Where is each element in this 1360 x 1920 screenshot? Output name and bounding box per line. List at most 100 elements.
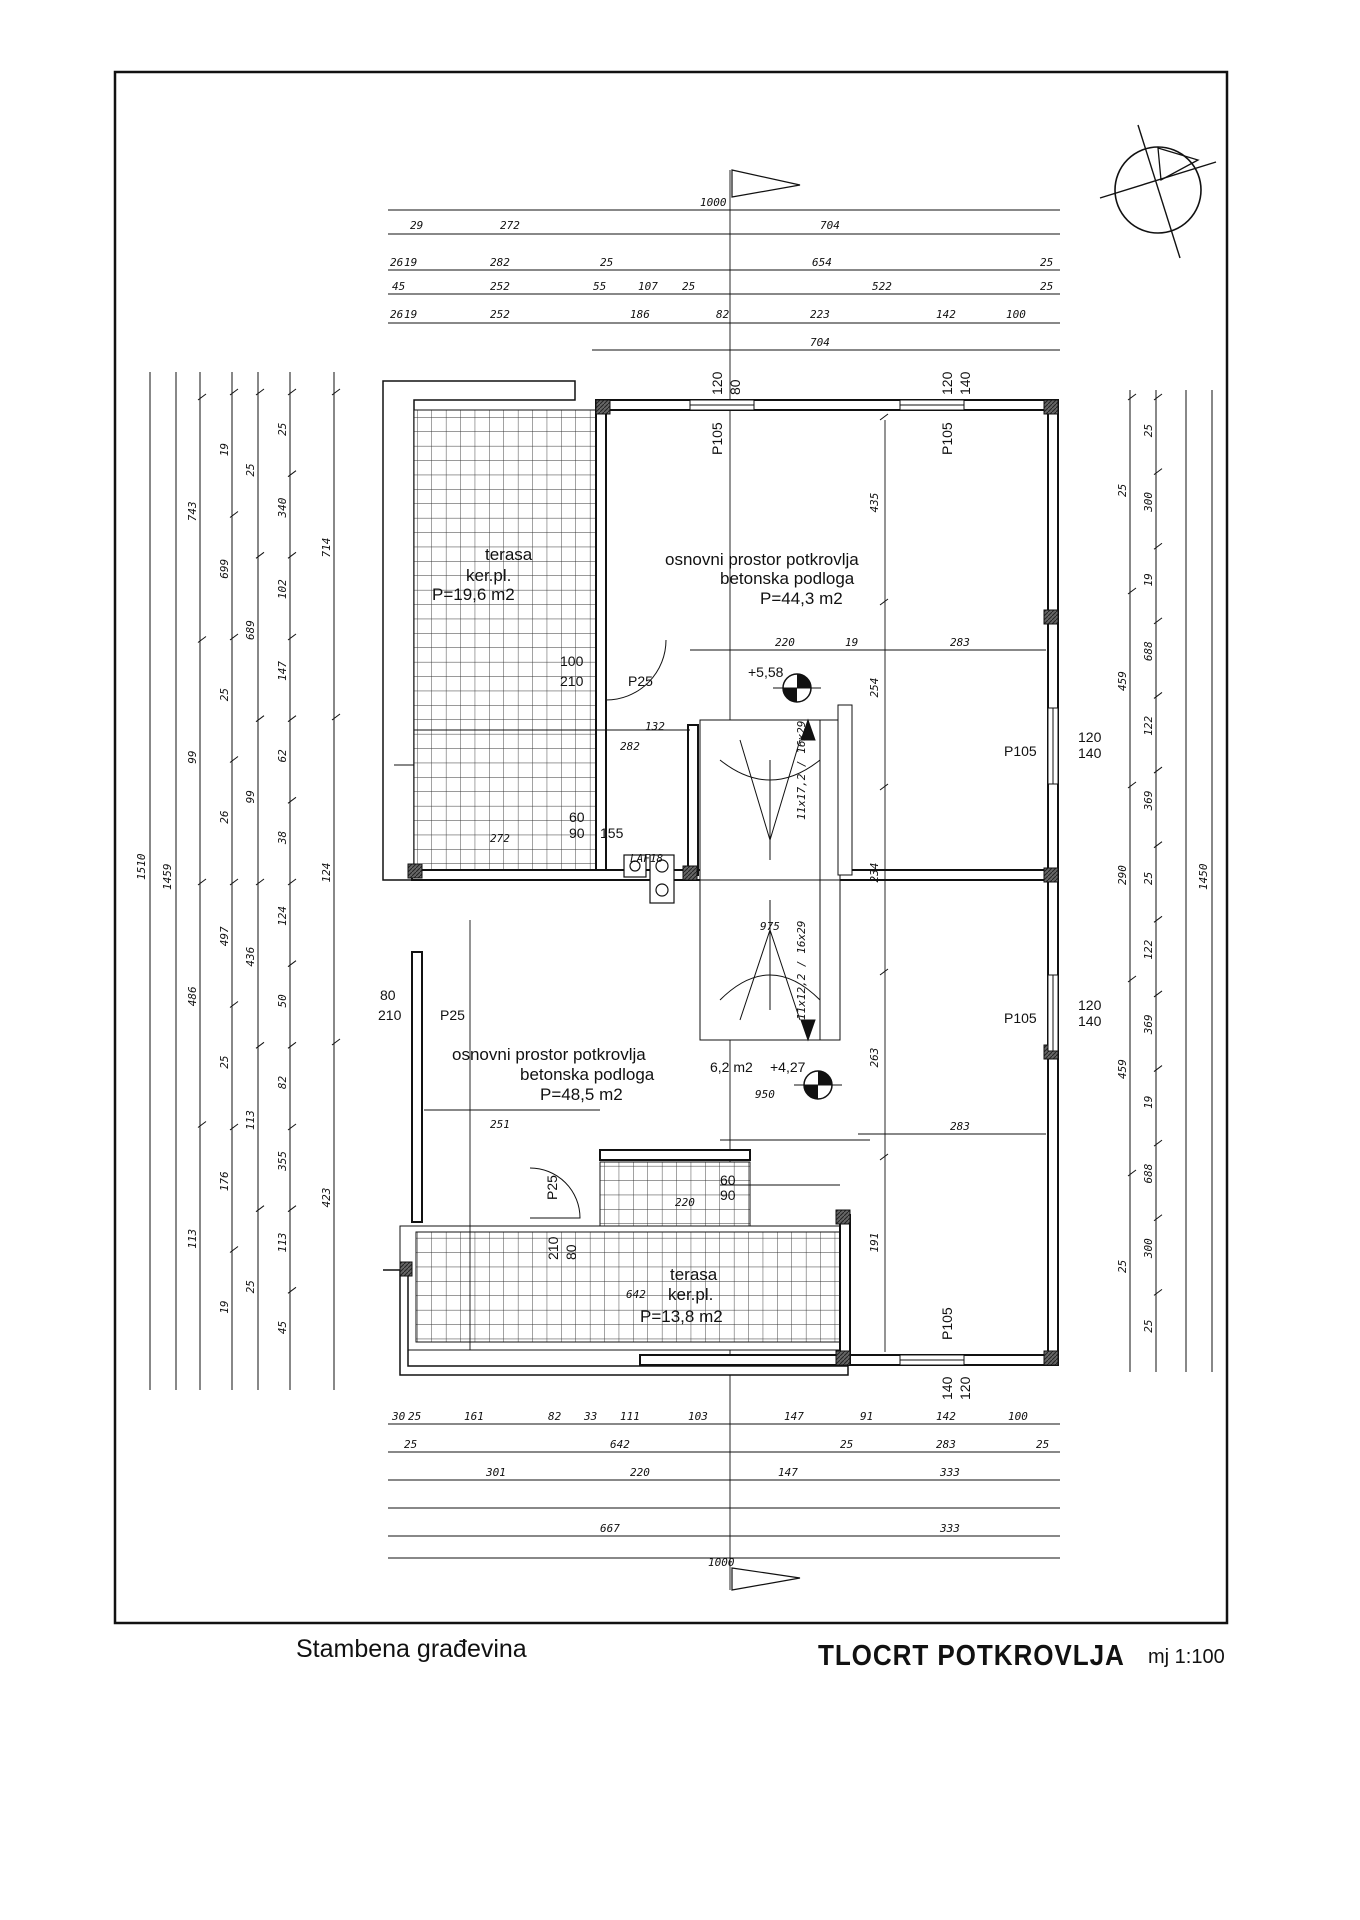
dim-i-h0: 642	[626, 1288, 646, 1301]
dim-left-c7-tick-2	[331, 1038, 341, 1046]
main-top-floor: betonska podloga	[720, 569, 855, 588]
main-bottom-name: osnovni prostor potkrovlja	[452, 1045, 646, 1064]
dim-left-1459: 1459	[161, 864, 174, 891]
dim-b2-2: 25	[840, 1438, 853, 1451]
dim-b1-9: 142	[936, 1410, 956, 1423]
window-top1-label: P105	[709, 422, 725, 455]
dim-left-c6-tick-6	[287, 878, 297, 886]
dim-left-c6-6: 124	[276, 906, 289, 926]
stairs-upper-label: 11x17,2 / 16x29	[795, 721, 808, 820]
window-right2-h: 140	[1078, 1013, 1102, 1029]
dim-bottom-total: 1000	[708, 1556, 735, 1569]
dim-b3-3: 333	[939, 1466, 960, 1479]
dim-t4-0: 26	[390, 308, 404, 321]
dim-left-c4-tick-1	[229, 511, 239, 518]
dim-t2-3: 25	[600, 256, 613, 269]
dim-left-c6-tick-9	[287, 1123, 297, 1131]
dim-left-c6-tick-1	[287, 470, 297, 478]
niche-bottom-h: 90	[720, 1187, 736, 1203]
dim-right-c2-tick-4	[1153, 692, 1163, 699]
dim-t4-2: 252	[490, 308, 510, 321]
dim-t4-1: 19	[404, 308, 417, 321]
dim-t2-1: 19	[404, 256, 417, 269]
structural-columns	[399, 399, 1059, 1366]
dim-i-e0: 975	[760, 920, 780, 933]
dim-t3-1: 252	[490, 280, 510, 293]
dim-t1-0: 29	[410, 219, 423, 232]
window-right1-h: 140	[1078, 745, 1102, 761]
dim-t2-0: 26	[390, 256, 404, 269]
dim-left-c4-5: 25	[218, 1056, 231, 1069]
door1-label: P25	[628, 673, 653, 689]
main-top-name: osnovni prostor potkrovlja	[665, 550, 859, 569]
dim-inner-f-1: 254	[868, 678, 881, 698]
dim-t4-6: 142	[936, 308, 956, 321]
dim-right-c1-tick-0	[1127, 393, 1137, 401]
dim-left-c6-tick-5	[287, 796, 297, 804]
window-bottom-label: P105	[939, 1307, 955, 1340]
dim-right-c1-4: 25	[1116, 1260, 1129, 1273]
dim-left-c6-tick-7	[287, 960, 297, 968]
dim-left-c7-tick-1	[331, 713, 341, 721]
dim-right-c2-tick-10	[1153, 1139, 1163, 1147]
door1-height: 210	[560, 673, 584, 689]
dim-right-c2-6: 25	[1142, 872, 1155, 885]
dim-left-c6-0: 25	[276, 423, 289, 436]
window-right-2	[1047, 974, 1059, 1052]
dim-left-c4-2: 25	[218, 688, 231, 701]
dim-left-c6-7: 50	[276, 994, 289, 1008]
dim-b3-1: 220	[630, 1466, 650, 1479]
window-bottom	[899, 1354, 965, 1366]
dim-b2-1: 642	[610, 1438, 630, 1451]
dim-b1-8: 91	[860, 1410, 873, 1423]
dim-left-c6-tick-0	[287, 388, 297, 396]
window-bottom-w: 140	[939, 1376, 955, 1400]
dim-b1-1: 25	[408, 1410, 421, 1423]
dim-right-c2-tick-3	[1153, 617, 1163, 625]
dim-left-c6-tick-3	[287, 633, 297, 641]
drawing-scale: mj 1:100	[1148, 1646, 1225, 1668]
dim-right-c2-10: 688	[1142, 1163, 1155, 1183]
dim-right-c1-tick-3	[1127, 975, 1137, 983]
dimension-chain-bottom	[388, 1423, 1060, 1559]
dim-left-c4-4: 497	[218, 926, 231, 946]
door3-w: 210	[545, 1236, 561, 1260]
dim-right-c2-tick-7	[1153, 915, 1163, 923]
dim-left-c4-1: 699	[218, 559, 231, 579]
window-bottom-h: 120	[957, 1376, 973, 1400]
dim-left-c4-6: 176	[218, 1171, 231, 1191]
dim-left-c4-0: 19	[218, 443, 231, 456]
dim-right-c2-5: 369	[1142, 791, 1155, 812]
dim-t4-3: 186	[630, 308, 650, 321]
level-upper-text: +5,58	[748, 664, 784, 680]
window-top2-label: P105	[939, 422, 955, 455]
terrace-top-area: P=19,6 m2	[432, 585, 515, 604]
dim-left-c4-tick-0	[229, 388, 239, 396]
dim-left-c3-tick-0	[197, 393, 207, 401]
dim-i-e1: 950	[755, 1088, 775, 1101]
dim-t5-0: 704	[810, 336, 830, 349]
small-room-area: 6,2 m2	[710, 1059, 753, 1075]
dim-left-c3-1: 99	[186, 751, 199, 764]
dim-inner-f-4: 191	[868, 1233, 881, 1253]
level-marker-upper	[773, 673, 821, 703]
door2-width: 80	[380, 987, 396, 1003]
dim-left-c5-1: 689	[244, 620, 257, 640]
window-top-2	[899, 399, 965, 411]
dim-i-a2: 283	[950, 636, 970, 649]
dim-b1-10: 100	[1008, 1410, 1028, 1423]
dim-left-c4-tick-2	[229, 633, 239, 641]
window-top1-w: 120	[709, 371, 725, 395]
dim-right-c1-2: 290	[1116, 865, 1129, 885]
chimney-label: LAF18	[630, 852, 663, 865]
dim-right-c1-tick-4	[1127, 1169, 1137, 1177]
main-bottom-floor: betonska podloga	[520, 1065, 655, 1084]
dim-b1-2: 161	[464, 1410, 484, 1423]
dim-i-c1: 272	[490, 832, 510, 845]
dim-t3-3: 107	[638, 280, 658, 293]
dim-left-c3-3: 113	[186, 1229, 199, 1249]
terrace-bottom-area: P=13,8 m2	[640, 1307, 723, 1326]
dim-t1-2: 704	[820, 219, 840, 232]
dimension-chain-right	[1129, 390, 1213, 1372]
dim-i-b2: 132	[645, 720, 665, 733]
